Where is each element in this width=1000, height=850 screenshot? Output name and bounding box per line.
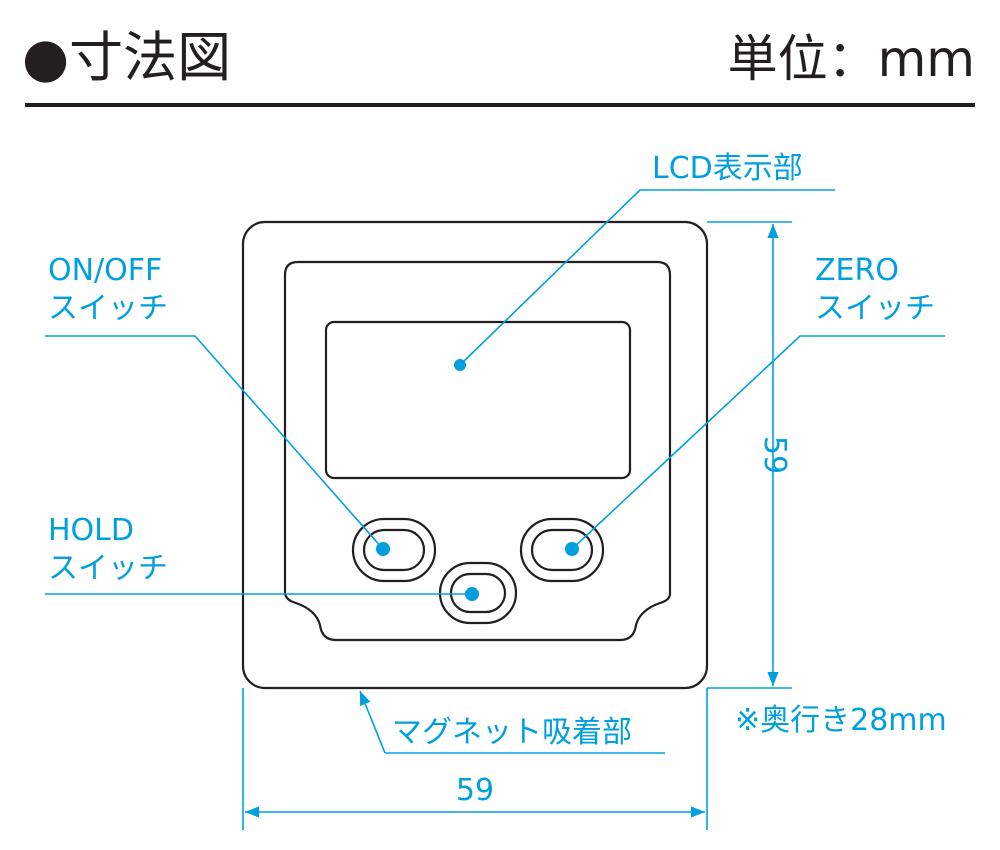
zero-leader [565,335,945,556]
lcd-label: LCD表示部 [652,151,803,186]
onoff-label-line1: ON/OFF [48,253,162,288]
hold-label-line1: HOLD [48,513,134,548]
zero-switch [519,517,605,583]
depth-note: ※奥行き28mm [735,703,947,738]
width-dimension [242,688,708,830]
unit-label: 単位：mm [728,30,975,88]
onoff-label-line2: スイッチ [48,291,168,326]
width-value: 59 [456,773,494,808]
hold-leader [45,587,479,601]
magnet-arrow-icon [359,690,386,754]
lcd-display [324,320,632,480]
device-body [241,220,709,690]
zero-label-line1: ZERO [815,253,899,288]
lcd-leader [454,189,835,371]
page-title: ●寸法図 [22,26,231,89]
zero-label-line2: スイッチ [815,291,935,326]
height-dimension [707,221,792,689]
hold-switch [438,561,518,625]
magnet-label: マグネット吸着部 [392,715,632,750]
height-value: 59 [757,436,792,474]
device-front-frame [283,260,672,642]
hold-label-line2: スイッチ [48,551,168,586]
onoff-leader [45,335,390,556]
onoff-switch [351,517,437,583]
